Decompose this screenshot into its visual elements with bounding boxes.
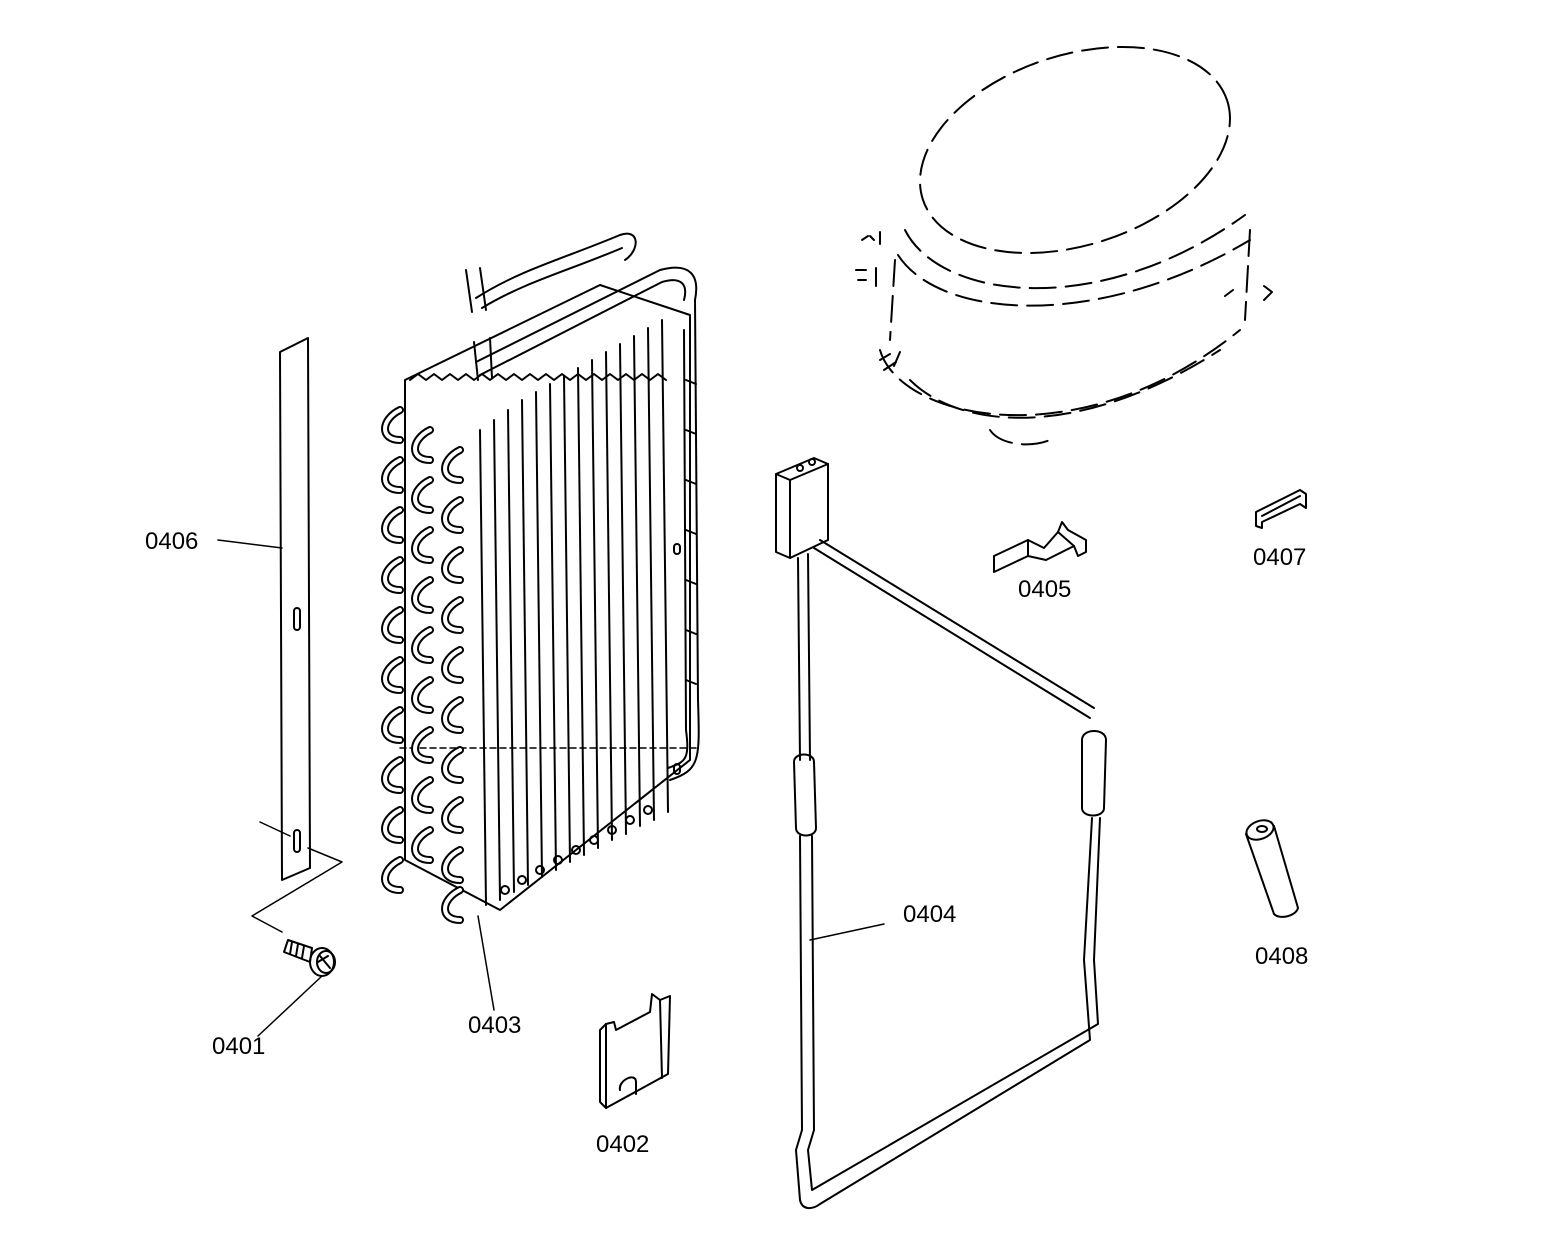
leader-0401 — [251, 821, 343, 1037]
label-0404: 0404 — [903, 901, 957, 928]
leader-0403 — [477, 915, 495, 1011]
clip-0407 — [1255, 489, 1307, 529]
bracket-0402 — [599, 993, 671, 1109]
mounting-strip-0406 — [279, 337, 311, 881]
label-0405: 0405 — [1018, 576, 1072, 603]
screw-0401 — [283, 939, 336, 977]
label-0407: 0407 — [1253, 544, 1307, 571]
label-0403: 0403 — [468, 1012, 522, 1039]
leader-0406 — [217, 539, 283, 549]
compressor-outline — [879, 46, 1251, 446]
compressor-terminals — [855, 231, 1273, 371]
label-0402: 0402 — [596, 1131, 650, 1158]
clip-0405 — [993, 521, 1087, 573]
label-0401: 0401 — [212, 1033, 266, 1060]
label-0406: 0406 — [145, 528, 199, 555]
evaporator-0403 — [381, 232, 701, 924]
sleeve-0408 — [1245, 819, 1299, 918]
heater-harness-0404 — [775, 457, 1107, 1210]
leader-lines — [217, 539, 885, 1037]
label-0408: 0408 — [1255, 943, 1309, 970]
leader-0404 — [809, 923, 885, 941]
